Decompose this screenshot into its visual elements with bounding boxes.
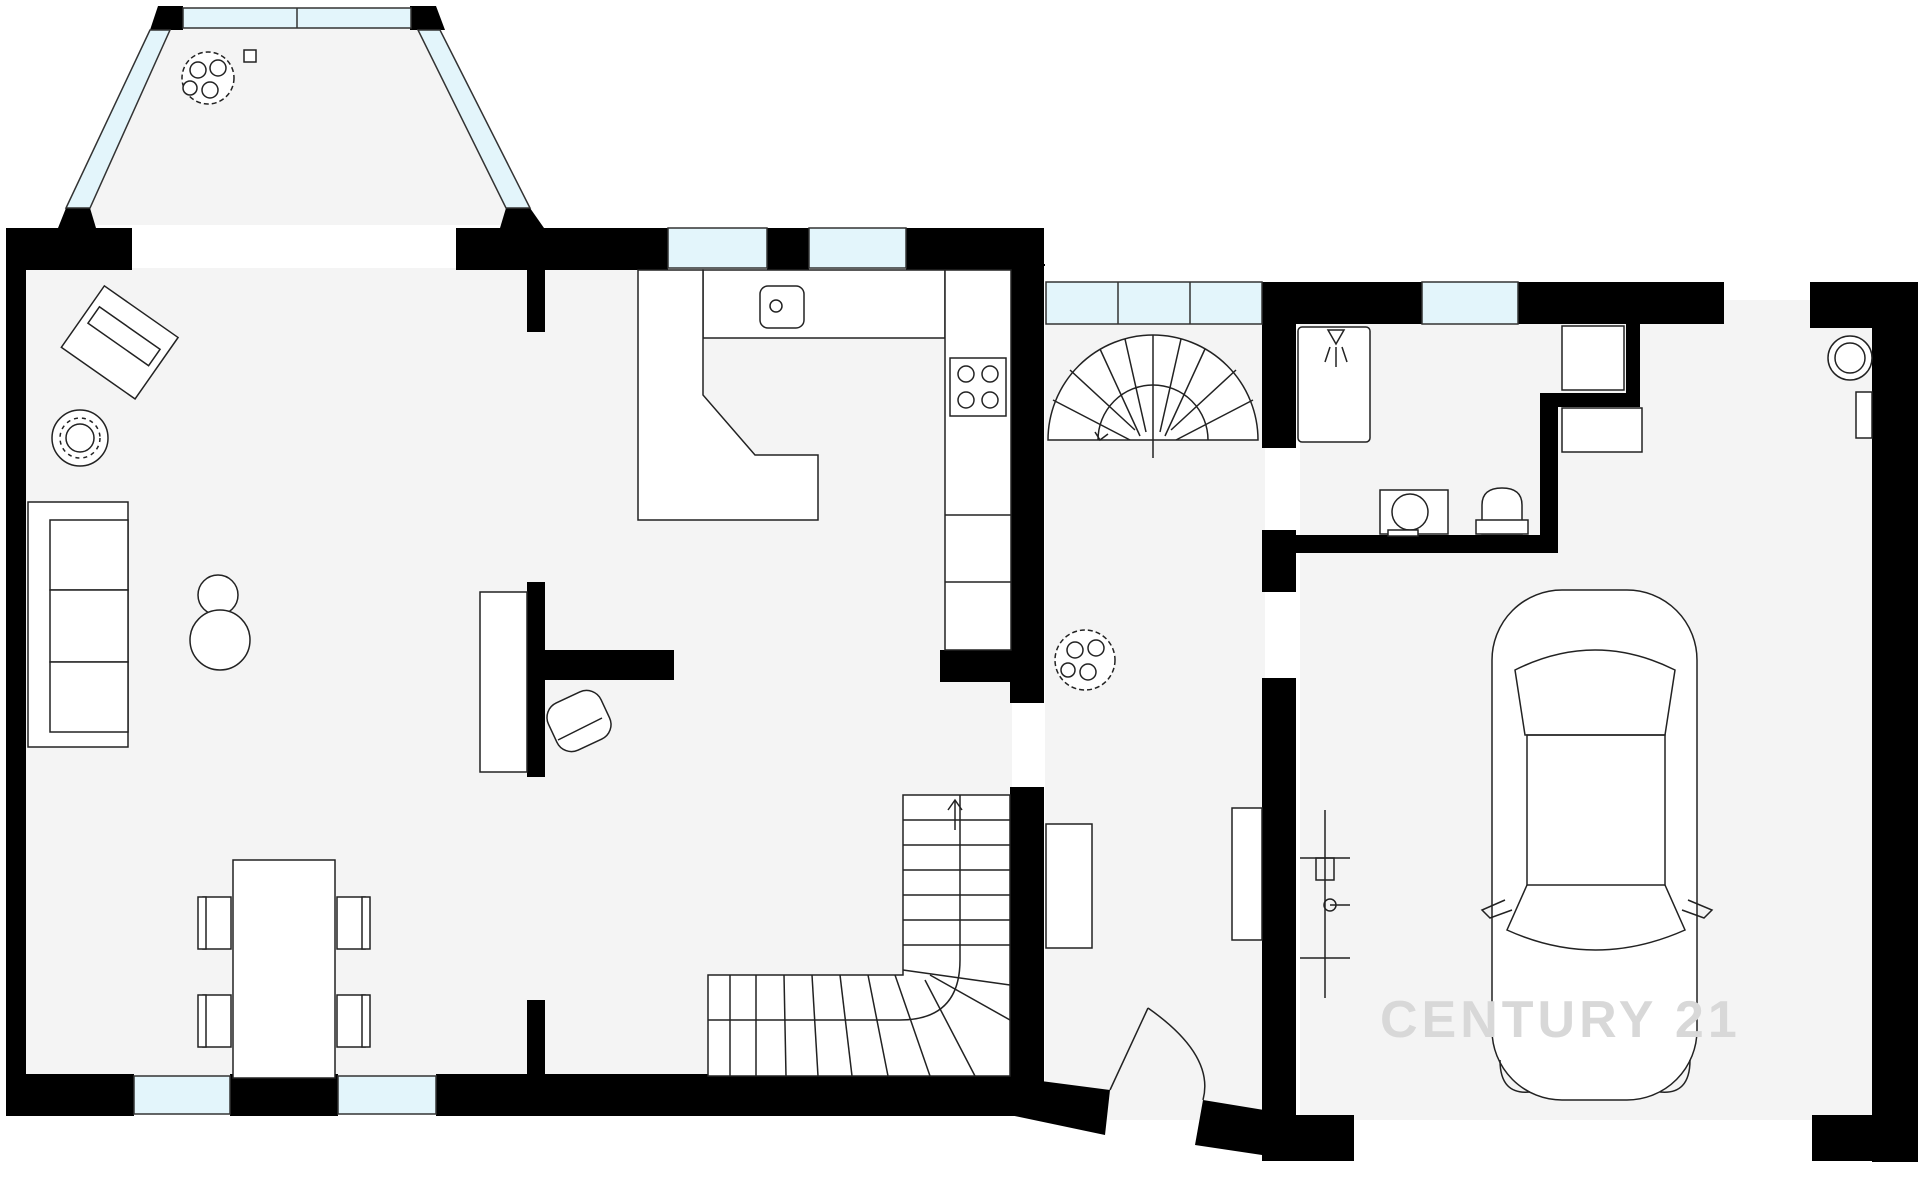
kitchen-island — [637, 269, 819, 521]
wall-hall-east-lower — [1262, 678, 1296, 1148]
wall-main-south-mid — [230, 1074, 338, 1116]
wall-main-north-mid — [456, 228, 668, 270]
bicycle — [1300, 810, 1350, 998]
sofa — [27, 501, 129, 748]
wall-hall-north — [1044, 264, 1045, 266]
window-bath — [1421, 281, 1519, 325]
spiral-staircase — [1047, 334, 1259, 458]
wall-inner-bottom-stub — [527, 1000, 545, 1076]
wall-bath-step — [1540, 393, 1640, 407]
wall-bay-corner-left-top — [150, 6, 183, 30]
kitchen-sink — [759, 285, 805, 329]
plant-hall — [1054, 629, 1116, 691]
round-side-table — [51, 409, 109, 467]
wall-bay-corner-right-bottom — [500, 208, 544, 228]
wall-garage-north-mid — [1518, 282, 1724, 324]
window-dining-1 — [133, 1075, 231, 1115]
desk — [479, 591, 528, 773]
armchair — [60, 284, 180, 400]
shower — [1297, 326, 1371, 443]
window-bay-left — [64, 29, 172, 209]
wall-inner-top-stub — [527, 268, 545, 332]
window-garage-gap — [1724, 300, 1810, 324]
wall-main-east-lower — [1010, 787, 1044, 1077]
wall-garage-east — [1872, 282, 1918, 1162]
wall-main-east-upper — [1010, 228, 1044, 703]
water-heater — [1827, 335, 1873, 439]
wall-bay-corner-left-bottom — [58, 208, 96, 228]
wall-hall-east-upper — [1262, 282, 1296, 448]
staircase-main — [707, 794, 1011, 1077]
washbasin — [1379, 489, 1449, 537]
windows — [64, 7, 1810, 1115]
window-hall — [1045, 281, 1263, 325]
wall-bath-east — [1540, 393, 1558, 553]
dining-table — [232, 859, 336, 1079]
wall-entrance-right — [1195, 1100, 1264, 1155]
cooktop — [949, 357, 1007, 417]
wall-main-north-left — [6, 228, 132, 270]
hall-bench — [1045, 823, 1093, 949]
hall-cabinet — [1231, 807, 1263, 941]
dining-chairs — [197, 896, 371, 1048]
wall-hall-east-middle — [1262, 530, 1296, 592]
window-kitchen-2 — [808, 227, 907, 269]
wall-inner-middle-horizontal — [527, 650, 674, 680]
wall-main-south-right — [436, 1074, 1044, 1116]
wall-garage-south-right — [1812, 1115, 1918, 1161]
coffee-tables — [189, 574, 251, 671]
wall-bath-east-upper — [1626, 324, 1640, 407]
toilet — [1475, 487, 1529, 535]
wall-entrance-left — [1010, 1077, 1110, 1135]
floor-hall — [1045, 320, 1265, 1120]
floor-bay-window — [60, 22, 530, 225]
wall-bath-south — [1296, 535, 1558, 553]
wall-kitchen-corner — [940, 650, 1012, 682]
plant-bay — [181, 49, 257, 105]
window-dining-2 — [337, 1075, 437, 1115]
kitchen-counter — [702, 269, 1012, 651]
furniture — [27, 49, 1873, 1101]
bath-cabinets — [1561, 325, 1643, 453]
car — [1480, 589, 1714, 1101]
walls — [6, 6, 1918, 1162]
window-bay-right — [416, 29, 532, 209]
office-chair — [546, 689, 612, 753]
wall-main-south-left — [6, 1074, 134, 1116]
wall-bay-corner-right-top — [410, 6, 445, 30]
wall-main-north-pier — [767, 228, 809, 270]
wall-main-west — [6, 228, 26, 1116]
entrance-door — [1109, 1007, 1206, 1101]
window-kitchen-1 — [667, 227, 768, 269]
